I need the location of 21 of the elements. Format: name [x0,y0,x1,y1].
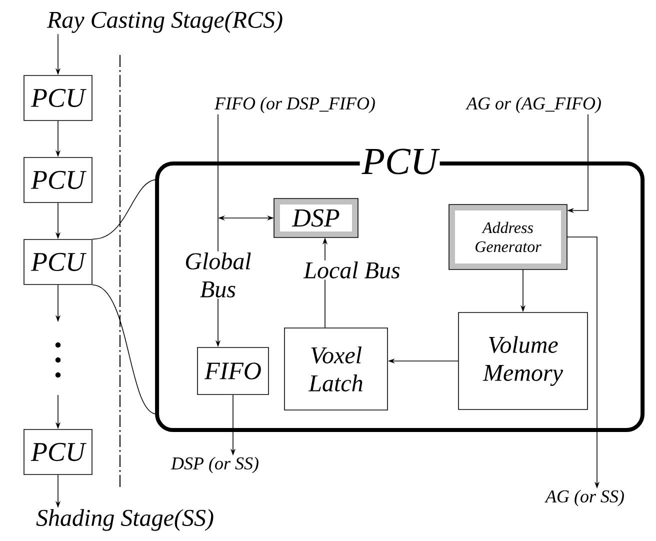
connector [324,279,326,328]
unit-box: PCU [24,429,92,475]
signal-label: AG or (AG_FIFO) [466,96,601,114]
generator-box: Address Generator [448,204,568,270]
unit-box: PCU [24,75,92,121]
connector [92,284,158,414]
stage-label: Shading Stage(SS) [36,509,214,531]
panel-title: PCU [360,146,440,176]
buffer-box: FIFO [197,347,269,395]
connector [92,179,158,240]
signal-label: FIFO (or DSP_FIFO) [214,96,375,114]
bus-label: Global Bus [186,252,251,298]
unit-box: PCU [24,157,92,203]
processor-box: DSP [274,198,358,238]
memory-box: Volume Memory [458,312,588,410]
signal-label: DSP (or SS) [170,456,258,474]
bus-label: Local Bus [303,262,400,278]
latch-box: Voxel Latch [284,328,388,410]
unit-box: PCU [24,239,92,285]
stage-label: Ray Casting Stage(RCS) [46,11,282,33]
signal-label: AG (or SS) [544,490,624,506]
